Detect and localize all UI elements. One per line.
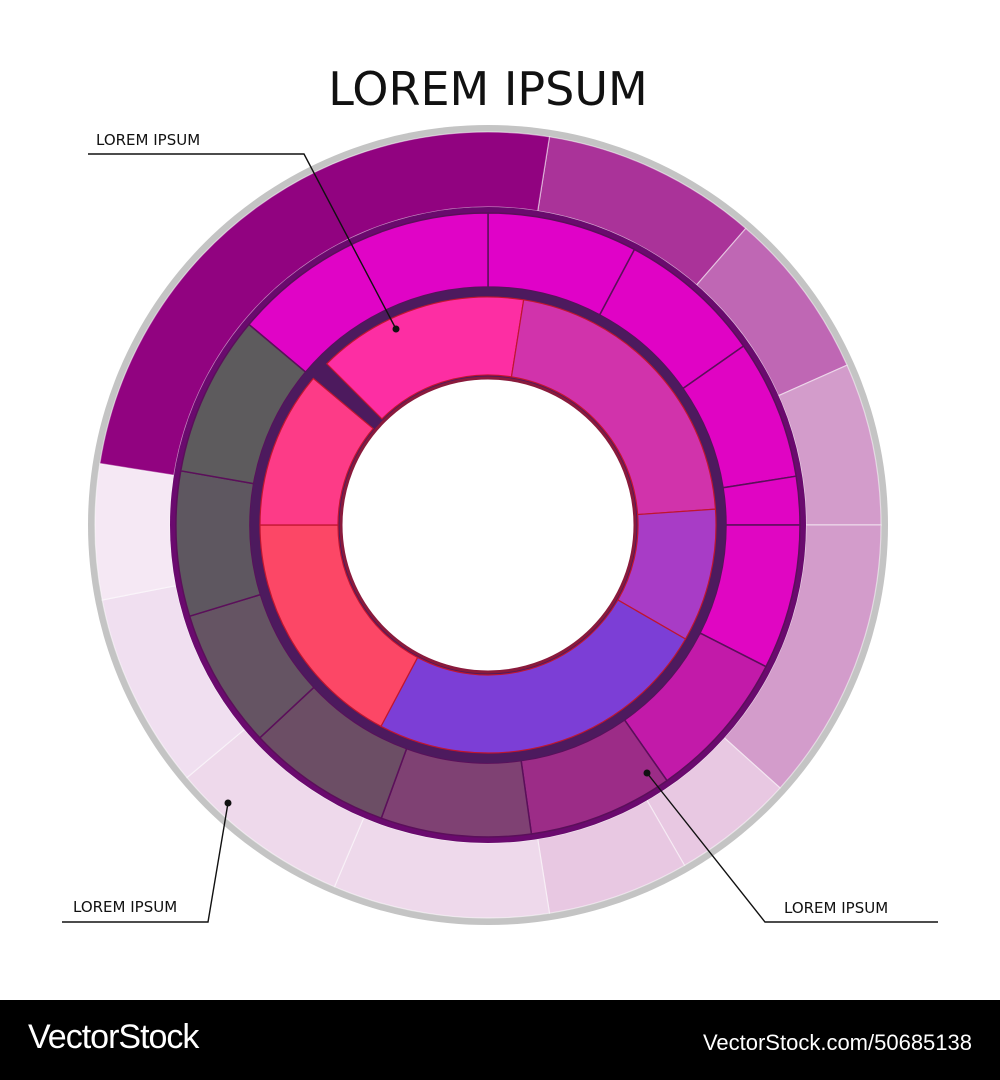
inner-ring-segment (510, 299, 717, 516)
outer-ring-segment (94, 462, 177, 601)
diagram-title: LOREM IPSUM (328, 62, 648, 116)
footer-image-id: VectorStock.com/50685138 (702, 1030, 972, 1055)
callout-line-bottom-left (62, 802, 229, 923)
callout-dot-bottom-left (224, 799, 232, 807)
sunburst-diagram: LOREM IPSUM LOREM IPSUM LOREM IPSUM LORE… (62, 62, 938, 925)
callout-line-bottom-right (646, 772, 938, 923)
callout-dot-top-left (392, 325, 400, 333)
outer-ring-segment (99, 131, 551, 476)
middle-ring-segment (175, 469, 262, 618)
callout-line-top-left (88, 153, 397, 330)
center-hole (339, 376, 637, 674)
ring-chart (62, 125, 938, 925)
inner-ring-segment (259, 377, 374, 526)
callout-dot-bottom-right (643, 769, 651, 777)
callout-label-bottom-left: LOREM IPSUM (73, 898, 178, 916)
footer-bar: VectorStock VectorStock.com/50685138 (0, 1000, 1000, 1080)
middle-ring-segment (247, 212, 489, 374)
inner-ring-segment (380, 599, 687, 754)
footer-brand-logo: VectorStock (28, 1018, 199, 1056)
callout-label-bottom-right: LOREM IPSUM (784, 899, 889, 917)
callout-label-top-left: LOREM IPSUM (96, 131, 201, 149)
